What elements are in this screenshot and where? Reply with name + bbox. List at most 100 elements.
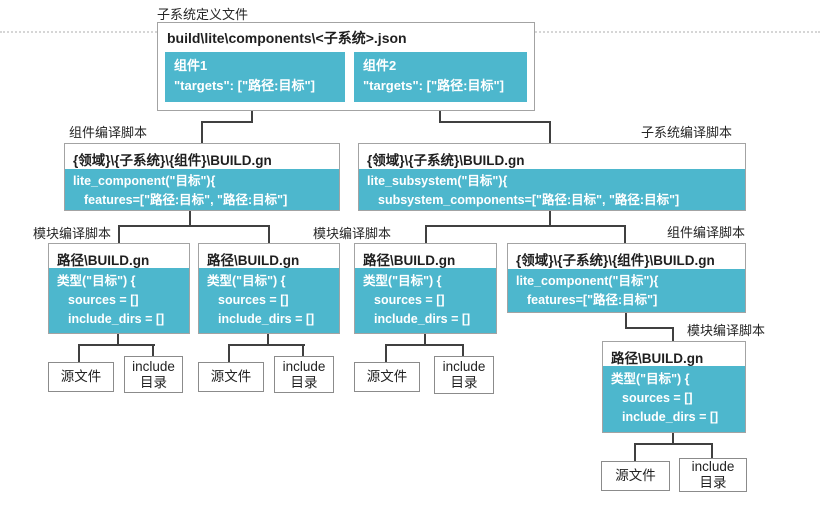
module-gn-path: 路径\BUILD.gn (207, 253, 300, 268)
subsystem-build-gn-node: {领域}\{子系统}\BUILD.gn lite_subsystem("目标")… (358, 143, 746, 211)
component-build-gn-node-left: {领域}\{子系统}\{组件}\BUILD.gn lite_component(… (64, 143, 340, 211)
code-line: sources = [] (218, 293, 289, 307)
code-line: lite_component("目标"){ (516, 274, 659, 288)
connector-line (201, 121, 253, 123)
connector-line (302, 344, 304, 356)
label-subsystem-build-script: 子系统编译脚本 (641, 125, 733, 140)
source-file-label: 源文件 (60, 369, 102, 384)
connector-line (228, 344, 305, 346)
subsystem-json-path: build\lite\components\<子系统>.json (167, 30, 407, 46)
source-file-box: 源文件 (354, 362, 420, 392)
connector-line (228, 344, 230, 362)
code-line: features=["路径:目标", "路径:目标"] (84, 193, 288, 207)
include-dir-line1: include (132, 358, 175, 374)
source-file-label: 源文件 (210, 369, 252, 384)
connector-line (439, 121, 551, 123)
component-build-gn-node-right: {领域}\{子系统}\{组件}\BUILD.gn lite_component(… (507, 243, 746, 313)
code-line: sources = [] (374, 293, 445, 307)
code-line: include_dirs = [] (218, 312, 315, 326)
code-line: sources = [] (622, 391, 693, 405)
connector-line (425, 225, 626, 227)
connector-line (672, 433, 674, 445)
component-left-code-block: lite_component("目标"){ features=["路径:目标",… (65, 169, 339, 210)
module-code-block: 类型("目标") { sources = [] include_dirs = [… (199, 268, 339, 333)
connector-line (117, 334, 119, 346)
connector-line (439, 102, 441, 123)
connector-line (624, 225, 626, 243)
connector-line (424, 334, 426, 346)
connector-line (634, 443, 713, 445)
code-line: 类型("目标") { (57, 274, 136, 288)
code-line: sources = [] (68, 293, 139, 307)
source-file-box: 源文件 (198, 362, 264, 392)
component1-name: 组件1 (174, 58, 208, 73)
include-dir-line1: include (282, 358, 326, 374)
component2-name: 组件2 (363, 58, 397, 73)
include-dir-box: include 目录 (124, 356, 183, 393)
subsystem-build-gn-path: {领域}\{子系统}\BUILD.gn (367, 153, 525, 168)
module-code-block: 类型("目标") { sources = [] include_dirs = [… (355, 268, 496, 333)
module-build-gn-node-2: 路径\BUILD.gn 类型("目标") { sources = [] incl… (198, 243, 340, 334)
component1-block: 组件1 "targets": ["路径:目标"] (165, 52, 345, 102)
code-line: 类型("目标") { (611, 372, 690, 386)
label-module-build-script-mid: 模块编译脚本 (313, 226, 392, 241)
connector-line (118, 225, 120, 243)
label-module-build-script-bottom: 模块编译脚本 (687, 323, 766, 338)
connector-line (549, 211, 551, 226)
connector-line (268, 225, 270, 243)
code-line: 类型("目标") { (207, 274, 286, 288)
label-subsystem-definition-file: 子系统定义文件 (157, 7, 249, 22)
module-code-block: 类型("目标") { sources = [] include_dirs = [… (49, 268, 189, 333)
source-file-box: 源文件 (601, 461, 670, 491)
connector-line (267, 334, 269, 346)
include-dir-line2: 目录 (699, 475, 727, 490)
connector-line (118, 225, 270, 227)
component1-targets: "targets": ["路径:目标"] (174, 78, 315, 93)
component-build-gn-left-path: {领域}\{子系统}\{组件}\BUILD.gn (73, 153, 272, 168)
connector-line (189, 211, 191, 226)
source-file-box: 源文件 (48, 362, 114, 392)
connector-line (549, 121, 551, 143)
subsystem-json-node: build\lite\components\<子系统>.json 组件1 "ta… (157, 22, 535, 111)
source-file-label: 源文件 (615, 468, 656, 483)
component2-targets: "targets": ["路径:目标"] (363, 78, 504, 93)
connector-line (634, 443, 636, 461)
code-line: lite_component("目标"){ (73, 174, 216, 188)
component2-block: 组件2 "targets": ["路径:目标"] (354, 52, 527, 102)
code-line: 类型("目标") { (363, 274, 442, 288)
include-dir-line2: 目录 (290, 374, 318, 390)
source-file-label: 源文件 (366, 369, 408, 384)
module-gn-path: 路径\BUILD.gn (57, 253, 150, 268)
code-line: lite_subsystem("目标"){ (367, 174, 508, 188)
include-dir-box: include 目录 (679, 458, 747, 492)
code-line: include_dirs = [] (374, 312, 471, 326)
code-line: include_dirs = [] (622, 410, 719, 424)
connector-line (385, 344, 387, 362)
label-module-build-script-left: 模块编译脚本 (33, 226, 112, 241)
connector-line (152, 344, 154, 356)
module-build-gn-node-3: 路径\BUILD.gn 类型("目标") { sources = [] incl… (354, 243, 497, 334)
connector-line (625, 327, 674, 329)
connector-line (711, 443, 713, 458)
module-build-gn-node-4: 路径\BUILD.gn 类型("目标") { sources = [] incl… (602, 341, 746, 433)
connector-line (625, 313, 627, 329)
module-build-gn-node-1: 路径\BUILD.gn 类型("目标") { sources = [] incl… (48, 243, 190, 334)
connector-line (672, 327, 674, 341)
connector-line (251, 102, 253, 123)
subsystem-code-block: lite_subsystem("目标"){ subsystem_componen… (359, 169, 745, 210)
connector-line (78, 344, 80, 362)
include-dir-box: include 目录 (274, 356, 334, 393)
code-line: features=["路径:目标"] (527, 293, 658, 307)
include-dir-line2: 目录 (140, 374, 167, 390)
label-component-build-script-left: 组件编译脚本 (69, 125, 148, 140)
label-component-build-script-right: 组件编译脚本 (667, 225, 746, 240)
module-gn-path: 路径\BUILD.gn (611, 351, 704, 366)
module-code-block: 类型("目标") { sources = [] include_dirs = [… (603, 366, 745, 432)
include-dir-line1: include (691, 459, 735, 474)
include-dir-line1: include (442, 359, 486, 374)
module-gn-path: 路径\BUILD.gn (363, 253, 456, 268)
include-dir-line2: 目录 (450, 375, 478, 390)
component-build-gn-right-path: {领域}\{子系统}\{组件}\BUILD.gn (516, 253, 715, 268)
connector-line (425, 225, 427, 243)
